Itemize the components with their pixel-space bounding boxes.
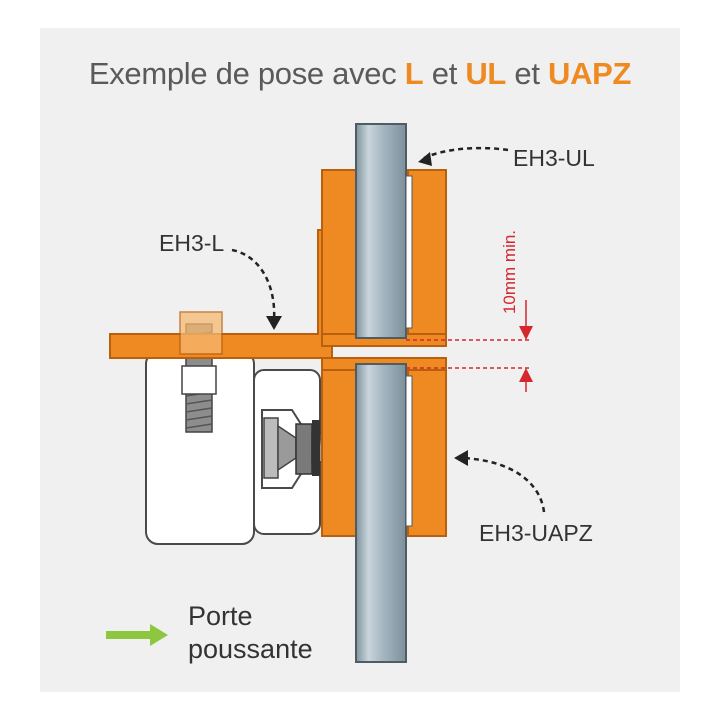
page-title: Exemple de pose avec L et UL et UAPZ [88,56,632,91]
label-eh3-ul: EH3-UL [513,145,595,171]
gap-dimension [406,300,533,392]
push-direction-arrow-icon [106,624,168,646]
leader-eh3-ul [418,146,509,166]
leader-eh3-uapz [454,450,546,513]
adjusting-block [253,369,321,535]
legend: Porte poussante [188,600,313,666]
glass-panel-upper [355,123,413,339]
profile-eh3-ul [321,169,447,347]
label-eh3-uapz: EH3-UAPZ [479,520,593,546]
leader-eh3-l [231,248,282,330]
label-eh3-l: EH3-L [159,230,225,256]
label-gap-dimension: 10mm min. [500,229,519,315]
legend-line-1: Porte [188,601,253,631]
glass-panel-lower [355,363,413,663]
legend-line-2: poussante [188,634,313,664]
